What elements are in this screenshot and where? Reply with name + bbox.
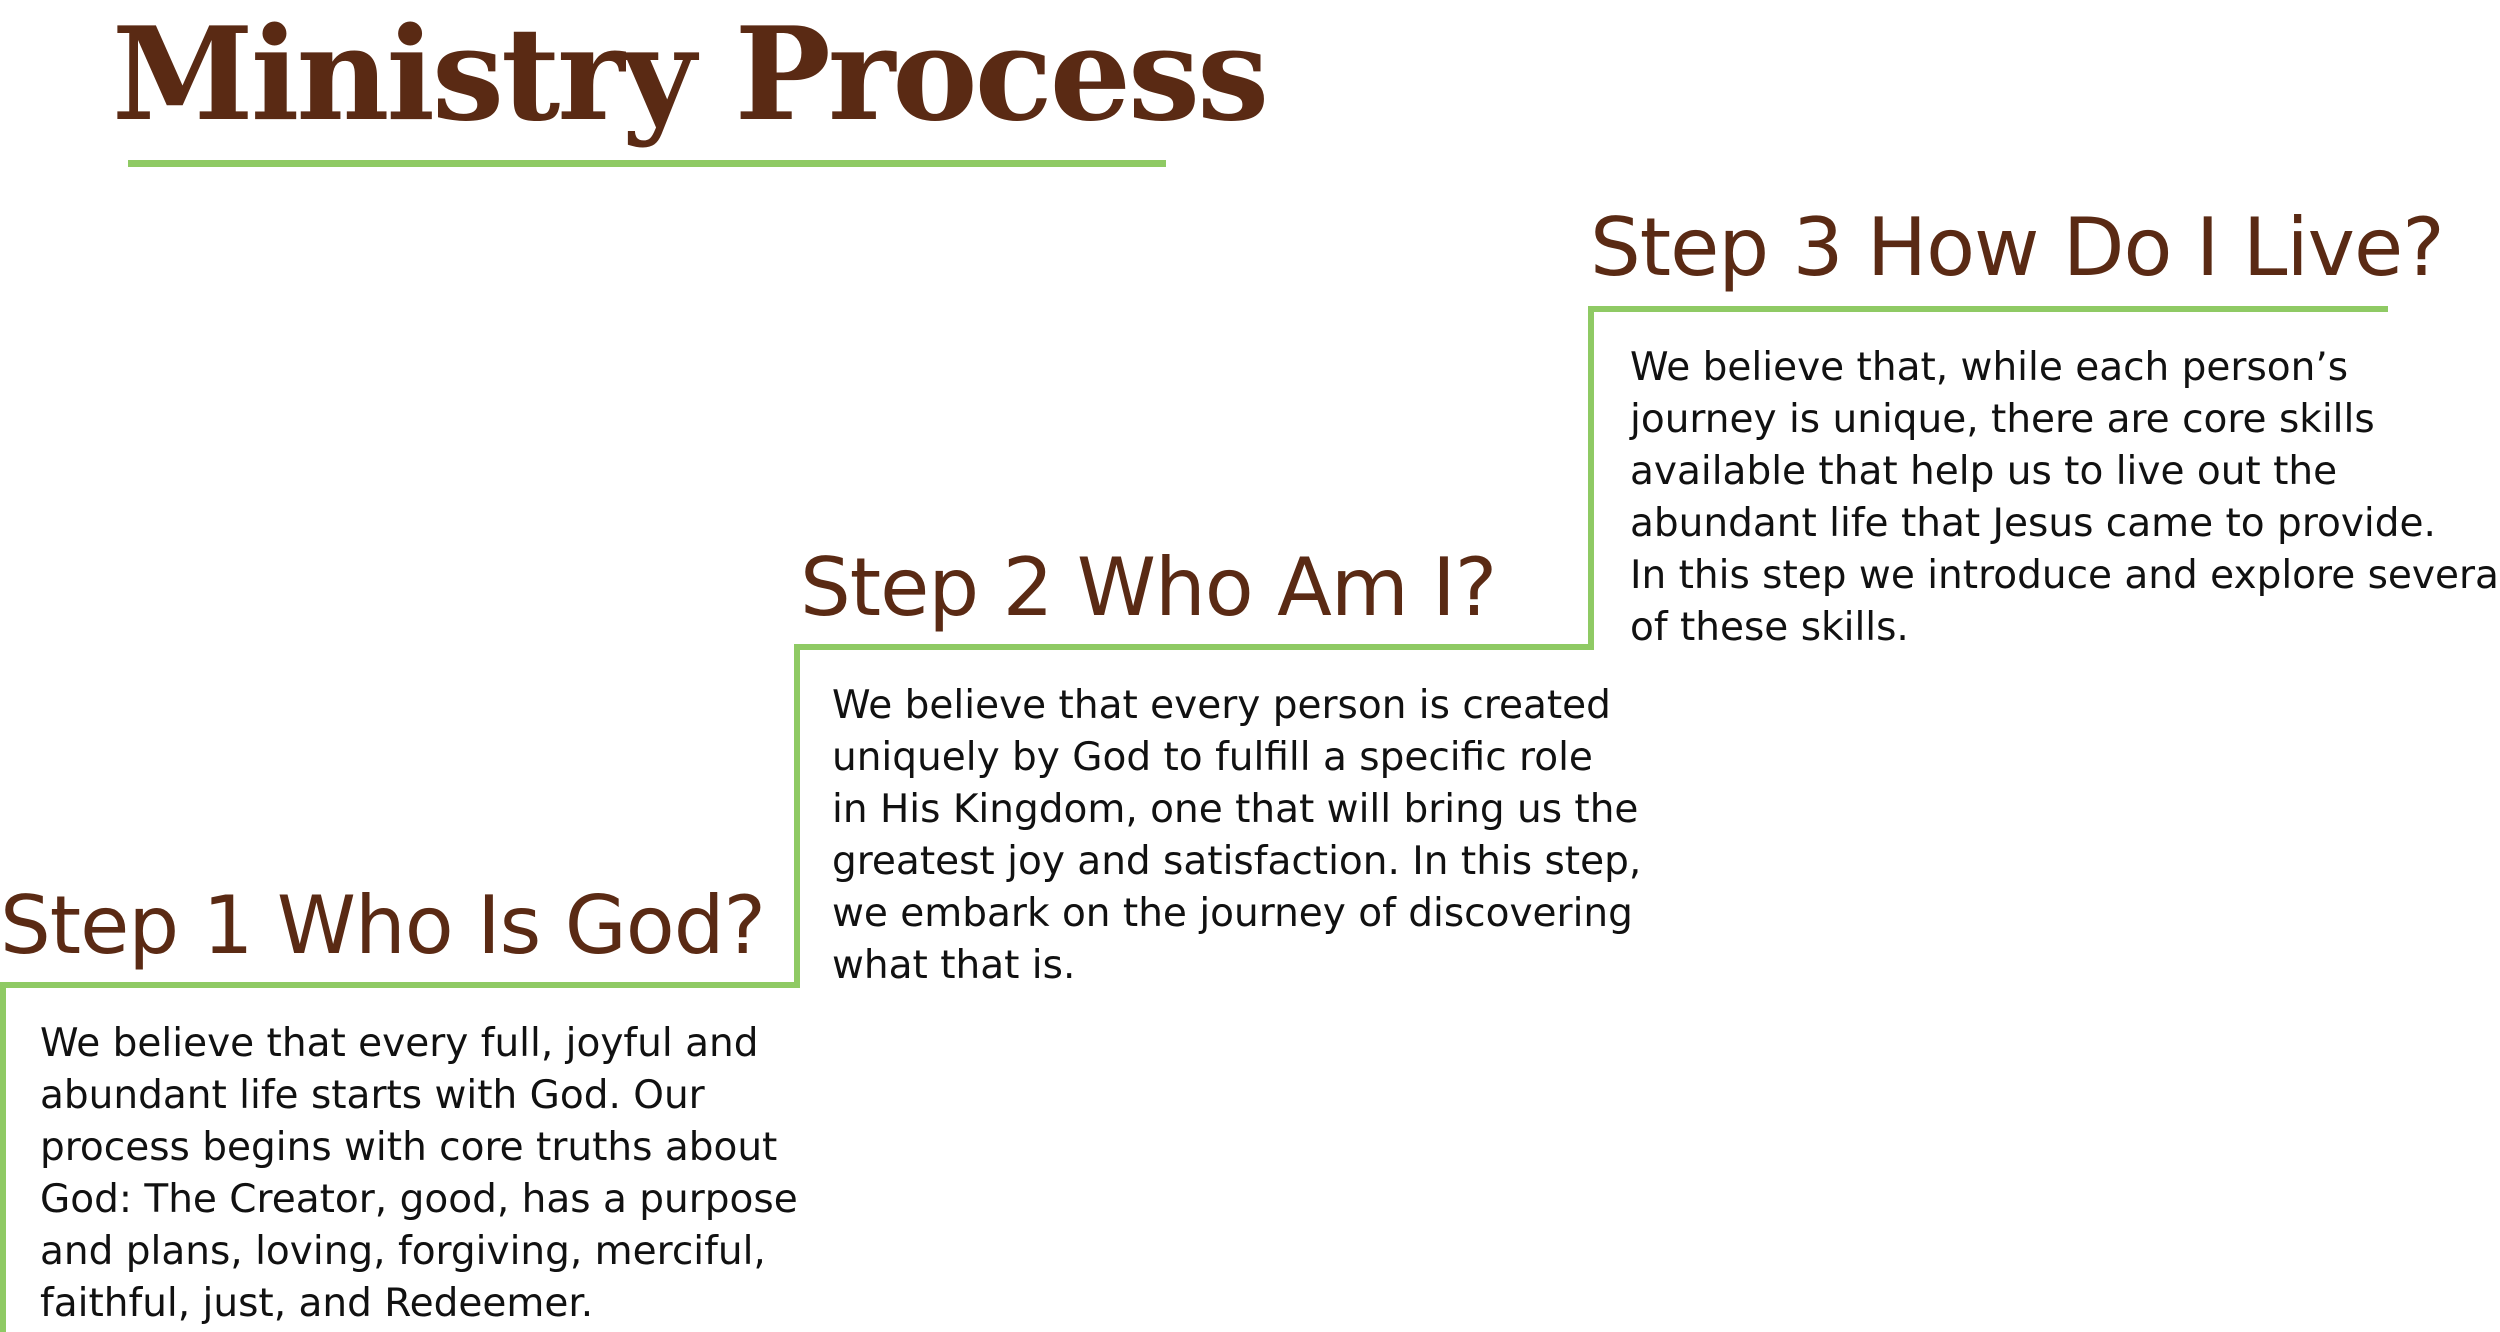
step-3-heading: Step 3 How Do I Live? <box>1590 201 2445 294</box>
step-2-line: greatest joy and satisfaction. In this s… <box>832 839 1642 884</box>
step-3-horizontal-line <box>1588 306 2388 312</box>
step-2-vertical-line <box>794 644 800 988</box>
step-1-line: process begins with core truths about <box>40 1125 778 1170</box>
step-1-description: We believe that every full, joyful and a… <box>40 1018 798 1330</box>
step-1-line: and plans, loving, forgiving, merciful, <box>40 1229 766 1274</box>
step-1-line: We believe that every full, joyful and <box>40 1021 759 1066</box>
step-1-vertical-line <box>0 982 6 1332</box>
step-1-line: abundant life starts with God. Our <box>40 1073 705 1118</box>
step-1-horizontal-line <box>0 982 800 988</box>
step-2-description: We believe that every person is created … <box>832 680 1641 992</box>
title-underline <box>128 160 1166 167</box>
step-2-horizontal-line <box>794 644 1594 650</box>
step-3-line: available that help us to live out the <box>1630 449 2338 494</box>
step-3-line: journey is unique, there are core skills <box>1630 397 2375 442</box>
step-1-line: God: The Creator, good, has a purpose <box>40 1177 798 1222</box>
step-2-line: we embark on the journey of discovering <box>832 891 1633 936</box>
step-3-line: We believe that, while each person’s <box>1630 345 2349 390</box>
page-title: Ministry Process <box>112 0 1269 150</box>
step-2-line: uniquely by God to fulfill a specific ro… <box>832 735 1593 780</box>
step-3-vertical-line <box>1588 306 1594 650</box>
step-3-line: abundant life that Jesus came to provide… <box>1630 501 2436 546</box>
step-2-heading: Step 2 Who Am I? <box>800 541 1497 634</box>
step-1-heading: Step 1 Who Is God? <box>0 879 766 972</box>
step-2-line: what that is. <box>832 943 1076 988</box>
step-3-line: of these skills. <box>1630 605 1909 650</box>
step-2-line: in His Kingdom, one that will bring us t… <box>832 787 1639 832</box>
step-3-description: We believe that, while each person’s jou… <box>1630 342 2500 654</box>
step-3-line: In this step we introduce and explore se… <box>1630 553 2500 598</box>
step-2-line: We believe that every person is created <box>832 683 1611 728</box>
step-1-line: faithful, just, and Redeemer. <box>40 1281 594 1326</box>
